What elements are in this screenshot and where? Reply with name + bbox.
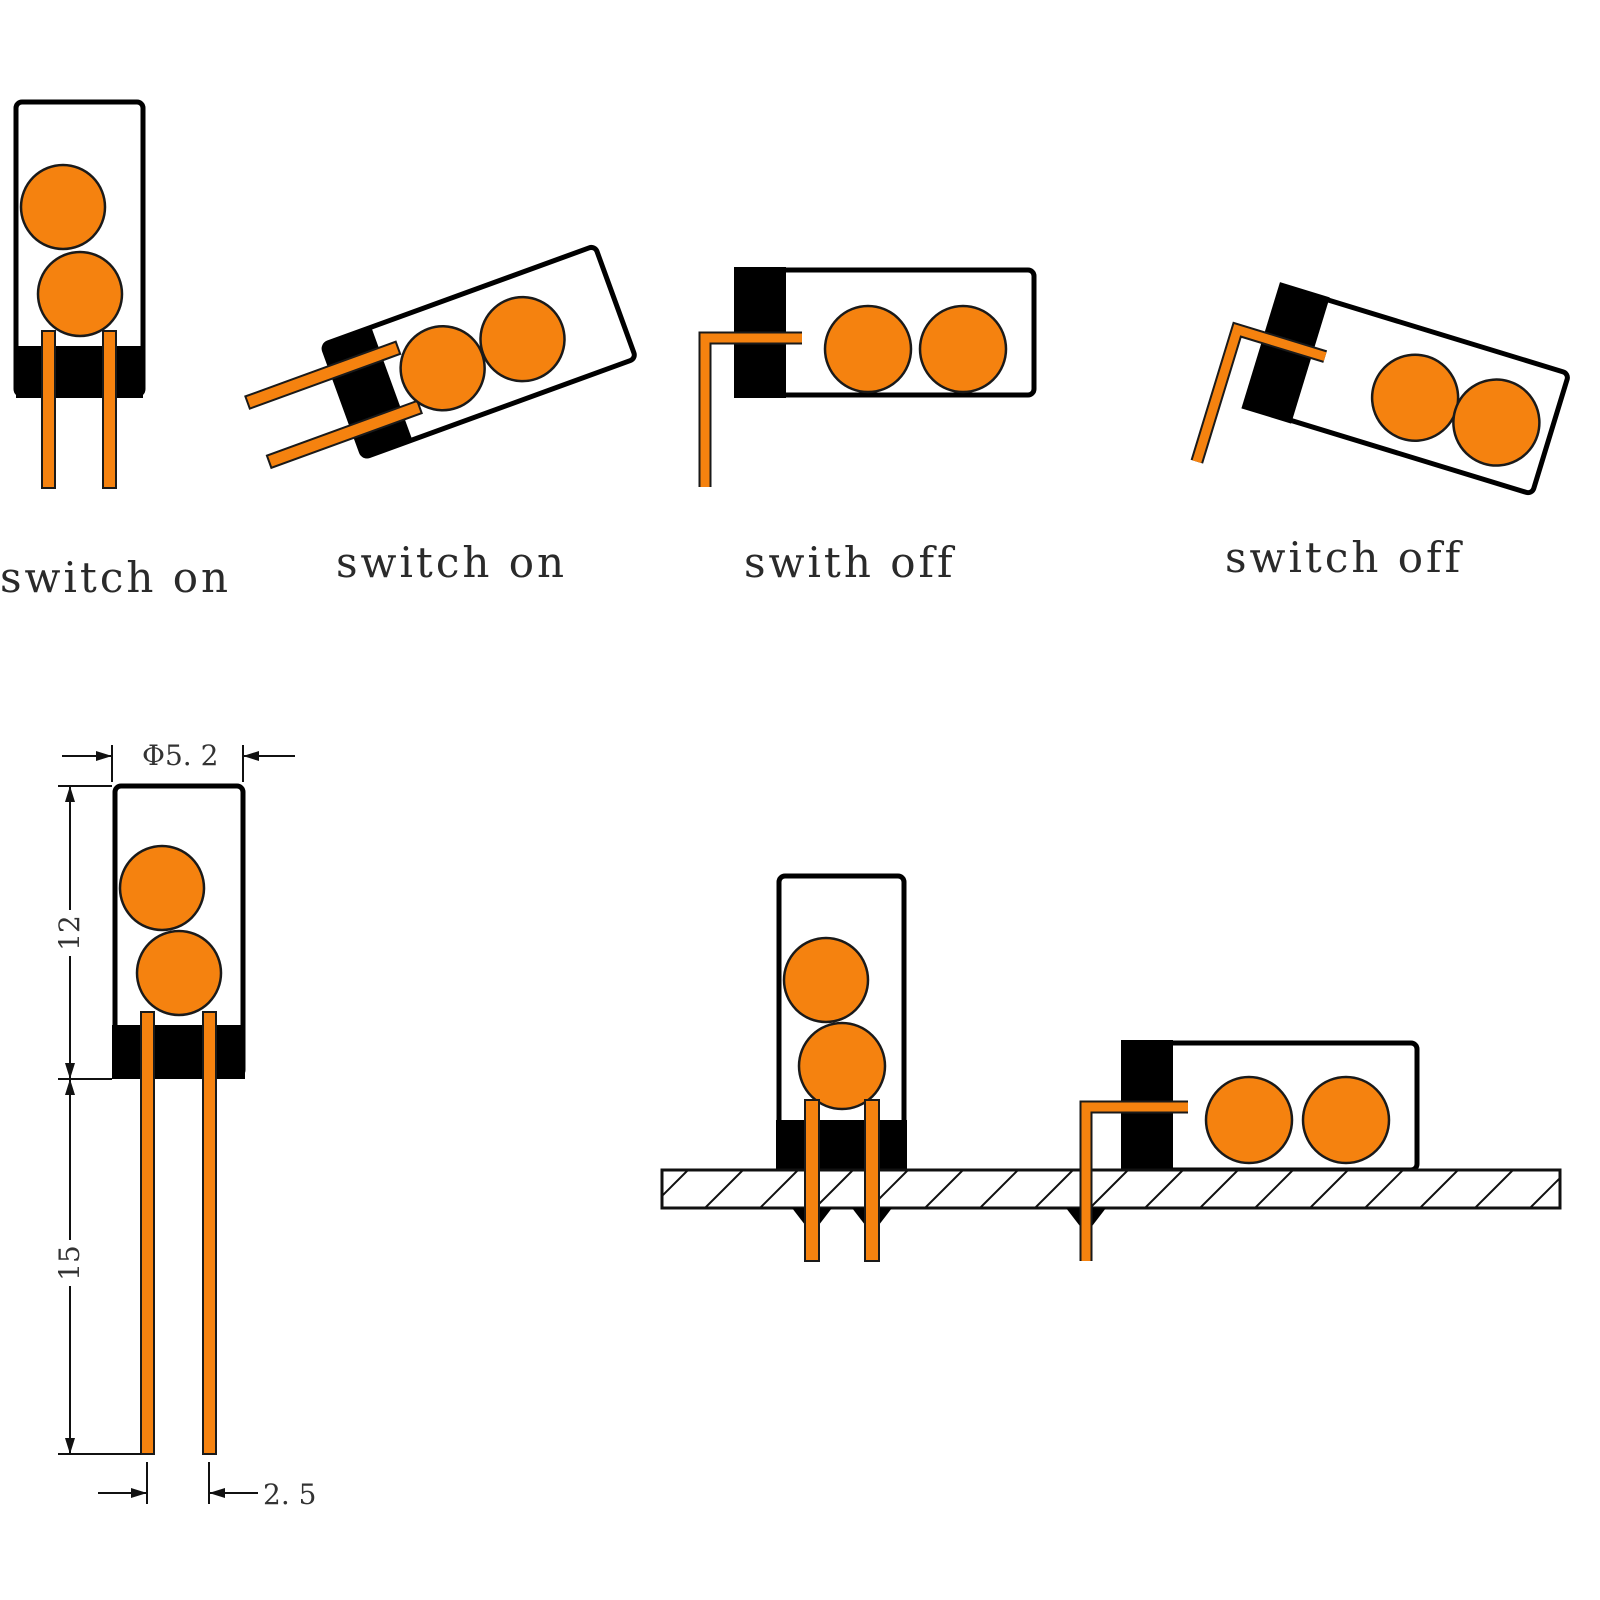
- switch-base: [16, 346, 143, 398]
- switch-base: [112, 1025, 245, 1079]
- caption-switch-on-vertical: switch on: [0, 553, 231, 602]
- body-length-label: 12: [53, 915, 86, 951]
- diameter-label: Φ5. 2: [142, 739, 218, 772]
- switch-lead: [140, 1011, 155, 1455]
- switch-vertical-mounted: [776, 873, 907, 1175]
- switch-horizontal-mounted: [1121, 1040, 1420, 1173]
- switch-lead: [202, 1011, 217, 1455]
- switch-ball: [1452, 378, 1541, 467]
- switch-ball: [1204, 1075, 1294, 1165]
- switch-lead: [698, 331, 802, 487]
- switch-base: [1241, 282, 1330, 424]
- length-dimension: 12 15: [53, 785, 141, 1455]
- switch-lead: [41, 330, 56, 489]
- pcb-board: [660, 1168, 1562, 1210]
- switch-lead: [244, 340, 402, 410]
- switch-base: [776, 1120, 907, 1172]
- switch-lead: [265, 399, 423, 470]
- caption-switch-off-tilted: switch off: [1225, 533, 1464, 582]
- switch-ball: [782, 936, 870, 1024]
- switch-ball: [823, 304, 913, 394]
- switch-lead: [1079, 1100, 1188, 1261]
- switch-lead: [864, 1099, 880, 1262]
- lead-length-label: 15: [53, 1245, 86, 1281]
- diameter-dimension: Φ5. 2: [62, 739, 295, 782]
- switch-vertical-on: [13, 99, 146, 489]
- dimension-drawing: Φ5. 2 12 15 2. 5: [53, 739, 316, 1511]
- switch-ball: [135, 929, 223, 1017]
- switch-lead: [804, 1099, 820, 1262]
- switch-ball: [918, 304, 1008, 394]
- switch-ball: [19, 163, 107, 251]
- switch-ball: [479, 295, 566, 383]
- pitch-label: 2. 5: [263, 1478, 316, 1511]
- switch-ball: [797, 1021, 887, 1111]
- switch-lead: [1190, 321, 1328, 464]
- switch-ball: [1301, 1075, 1391, 1165]
- pitch-dimension: 2. 5: [98, 1462, 316, 1511]
- switch-tilted-off: [1190, 282, 1570, 496]
- caption-swith-off: swith off: [744, 538, 956, 587]
- switch-ball: [118, 844, 206, 932]
- pcb-mounting: [660, 873, 1562, 1262]
- switch-horizontal-off: [698, 267, 1037, 487]
- switch-tilted-on: [244, 244, 637, 470]
- switch-lead: [102, 330, 117, 489]
- caption-switch-on-tilted: switch on: [336, 538, 567, 587]
- switch-ball: [36, 250, 124, 338]
